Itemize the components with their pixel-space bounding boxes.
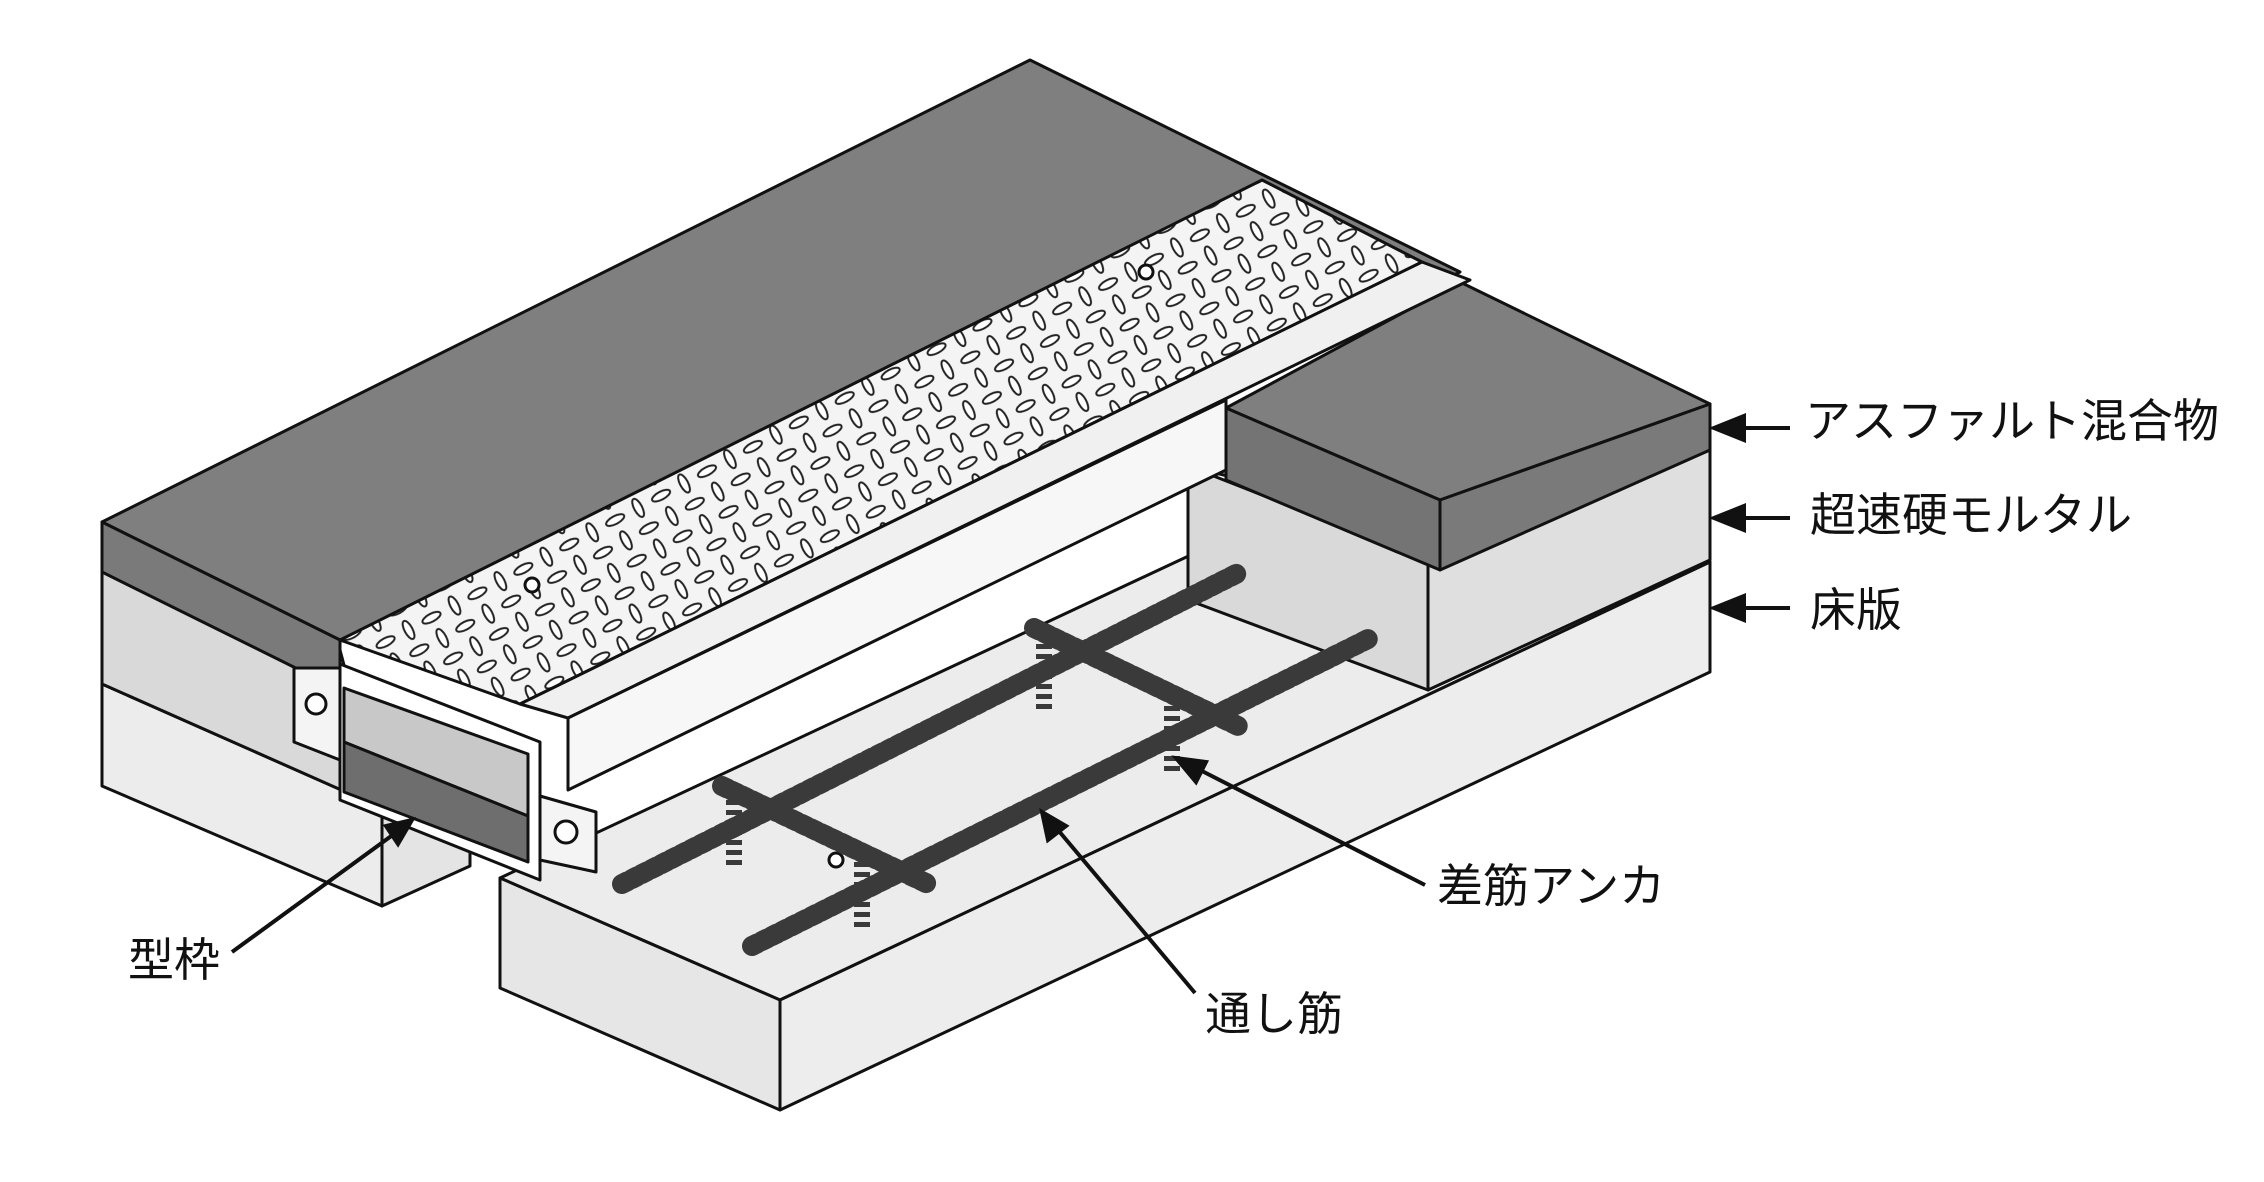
formwork-label: 型枠 <box>128 933 220 987</box>
cross-rebar-2 <box>1024 618 1248 736</box>
rapid-hardening-mortar-label: 超速硬モルタル <box>1810 488 2132 542</box>
expansion-joint-plate <box>292 178 1472 882</box>
joint-channel-top <box>518 260 1472 720</box>
cross-rebar-1 <box>712 776 938 894</box>
through-rebar-leader <box>1056 828 1197 995</box>
right-asphalt-side <box>1438 402 1712 572</box>
asphalt-mix-label: アスファルト混合物 <box>1805 394 2219 448</box>
formwork-leader <box>230 832 396 954</box>
rebar-cage <box>612 562 1380 956</box>
anchor-rebar-label: 差筋アンカ <box>1437 859 1666 913</box>
right-slab-side <box>778 560 1712 1112</box>
leader-lines <box>230 413 1790 995</box>
joint-channel-front <box>566 398 1228 792</box>
through-rebar-1 <box>612 562 1250 894</box>
deck-slab-label: 床版 <box>1810 583 1902 637</box>
formwork-dark-band <box>342 740 530 864</box>
right-deck-block <box>498 280 1712 1112</box>
through-rebar-label: 通し筋 <box>1205 987 1343 1041</box>
anchor-leader <box>1199 768 1426 887</box>
